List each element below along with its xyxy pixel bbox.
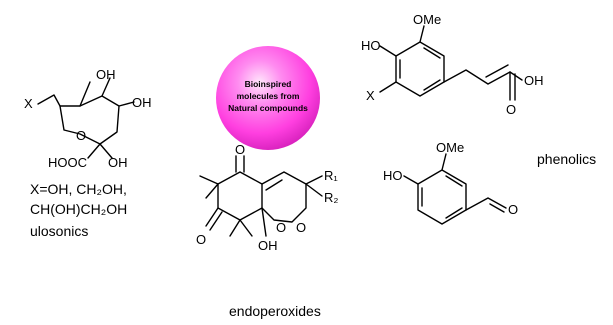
- endoperoxides-label: endoperoxides: [229, 303, 321, 319]
- atom-ho: HO: [361, 38, 381, 53]
- ulosonic-substituents: X=OH, CH₂OH,: [30, 181, 127, 197]
- atom-o-ring: O: [76, 128, 86, 143]
- phenolic-acid-structure: OMe HO X OH O: [361, 12, 544, 117]
- atom-ho: HO: [383, 168, 403, 183]
- center-label-line1: Bioinspired: [245, 79, 292, 89]
- atom-oh: OH: [258, 238, 278, 253]
- atom-x: X: [24, 96, 33, 111]
- atom-hooc: HOOC: [48, 155, 87, 170]
- atom-ome: OMe: [436, 140, 464, 155]
- atom-oh: OH: [96, 67, 116, 82]
- atom-o-aldehyde: O: [508, 202, 518, 217]
- ulosonics-label: ulosonics: [30, 223, 88, 239]
- atom-r1: R₁: [324, 168, 338, 183]
- atom-ome: OMe: [413, 12, 441, 27]
- center-label-line2: molecules from: [237, 91, 300, 101]
- atom-r2: R₂: [324, 190, 338, 205]
- atom-oh: OH: [524, 73, 544, 88]
- atom-o-carbonyl: O: [506, 102, 516, 117]
- atom-o-peroxide: O: [276, 220, 286, 235]
- atom-x: X: [366, 88, 375, 103]
- phenolics-label: phenolics: [537, 151, 596, 167]
- phenolic-aldehyde-structure: OMe HO O: [383, 140, 518, 225]
- ulosonic-structure: X OH OH O HOOC OH X=OH, CH₂OH, CH(OH)CH₂…: [24, 67, 152, 239]
- atom-o-peroxide: O: [296, 220, 306, 235]
- endoperoxide-structure: O O R₁ R₂ O O OH: [196, 142, 338, 253]
- ulosonic-substituents: CH(OH)CH₂OH: [30, 201, 127, 217]
- center-label-line3: Natural compounds: [228, 103, 308, 113]
- atom-o-carbonyl: O: [235, 142, 245, 157]
- atom-oh: OH: [108, 155, 128, 170]
- atom-o-carbonyl: O: [196, 232, 206, 247]
- center-sphere: Bioinspired molecules from Natural compo…: [216, 46, 320, 150]
- atom-oh: OH: [132, 95, 152, 110]
